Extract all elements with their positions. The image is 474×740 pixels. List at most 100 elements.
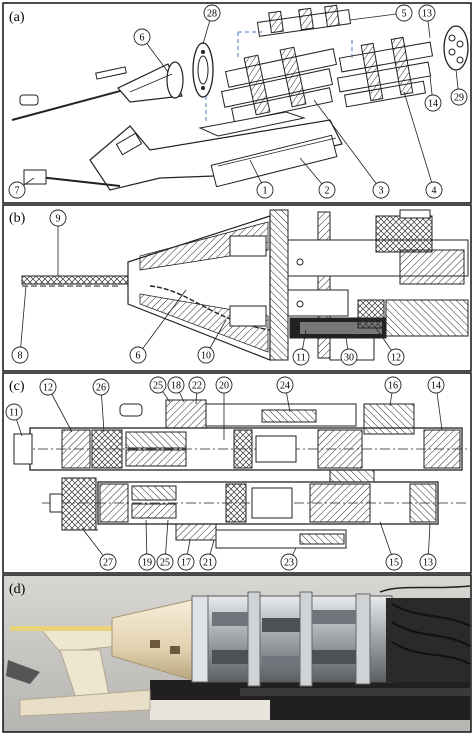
callout-18: 18 xyxy=(167,376,185,403)
callout-circle xyxy=(450,88,468,106)
callout-number: 2 xyxy=(325,186,330,197)
callout-number: 25 xyxy=(160,558,170,569)
callout-circle xyxy=(419,553,437,571)
callout-15: 15 xyxy=(379,521,403,571)
callout-circle xyxy=(424,94,442,112)
callout-circle xyxy=(292,348,310,366)
callout-circle xyxy=(384,376,402,394)
callout-circle xyxy=(156,553,174,571)
callout-circle xyxy=(99,553,117,571)
upper-actuator-section xyxy=(13,399,468,471)
callout-number: 17 xyxy=(181,558,191,569)
panel-d-label: (d) xyxy=(9,582,26,597)
callout-circle xyxy=(129,346,147,364)
callout-leader xyxy=(47,386,73,433)
main-frame xyxy=(23,119,343,191)
callout-circle xyxy=(395,4,413,22)
callout-number: 19 xyxy=(142,558,152,569)
callout-28: 28 xyxy=(202,4,221,45)
cone-section xyxy=(127,215,271,361)
callout-number: 6 xyxy=(140,33,145,44)
callout-number: 13 xyxy=(422,9,432,20)
callout-number: 5 xyxy=(402,9,407,20)
callout-number: 12 xyxy=(391,353,401,364)
callout-circle xyxy=(49,209,67,227)
callout-25: 25 xyxy=(156,519,174,571)
callout-number: 26 xyxy=(96,383,106,394)
panel-d: (d) xyxy=(2,574,472,733)
callout-21: 21 xyxy=(199,539,217,571)
callout-6: 6 xyxy=(129,289,187,364)
outer-tube xyxy=(21,275,143,285)
callout-circle xyxy=(8,181,26,199)
drive-unit-photo xyxy=(191,585,471,687)
callout-29: 29 xyxy=(450,69,468,106)
callout-13: 13 xyxy=(418,4,436,39)
callout-10: 10 xyxy=(197,319,227,364)
callout-circle xyxy=(418,4,436,22)
callout-circle xyxy=(340,348,358,366)
callout-circle xyxy=(133,28,151,46)
callout-circle xyxy=(203,4,221,22)
callout-5: 5 xyxy=(349,4,413,22)
callout-19: 19 xyxy=(138,519,156,571)
lower-actuator-section xyxy=(42,469,468,549)
callout-23: 23 xyxy=(280,547,298,571)
tendon-rod-photo xyxy=(10,626,120,631)
callout-leader xyxy=(137,289,187,356)
callout-number: 22 xyxy=(192,381,202,392)
callout-circle xyxy=(149,376,167,394)
end-disk xyxy=(443,25,469,71)
callout-circle xyxy=(276,376,294,394)
base-plate xyxy=(198,111,306,137)
callout-circle xyxy=(318,181,336,199)
callout-number: 11 xyxy=(296,353,306,364)
motor-cluster-right xyxy=(336,36,434,108)
motor-cluster-center xyxy=(220,46,338,123)
callout-number: 14 xyxy=(428,99,438,110)
callout-circle xyxy=(188,376,206,394)
callout-leader xyxy=(313,99,382,191)
callout-11: 11 xyxy=(292,329,310,366)
callout-2: 2 xyxy=(299,157,336,199)
callout-circle xyxy=(199,553,217,571)
callout-circle xyxy=(425,181,443,199)
callout-number: 18 xyxy=(171,381,181,392)
callout-circle xyxy=(372,181,390,199)
callout-circle xyxy=(177,553,195,571)
callout-leader xyxy=(349,12,405,21)
callout-number: 29 xyxy=(454,93,464,104)
callout-circle xyxy=(197,346,215,364)
callout-14: 14 xyxy=(427,376,445,431)
panel-a: (a) xyxy=(2,2,472,204)
small-pin xyxy=(95,66,127,80)
callout-1: 1 xyxy=(249,159,274,199)
panel-c-label: (c) xyxy=(9,379,25,394)
callout-circle xyxy=(427,376,445,394)
callout-12: 12 xyxy=(375,327,405,366)
callout-27: 27 xyxy=(81,527,117,571)
callout-number: 1 xyxy=(263,186,268,197)
small-joint xyxy=(19,94,39,106)
callout-3: 3 xyxy=(313,99,390,199)
callout-number: 21 xyxy=(203,558,213,569)
callout-26: 26 xyxy=(92,378,110,433)
callout-number: 23 xyxy=(284,558,294,569)
callout-circle xyxy=(385,553,403,571)
panel-c: (c) xyxy=(2,372,472,574)
disk-part xyxy=(192,42,214,98)
callout-8: 8 xyxy=(11,285,29,364)
callout-number: 13 xyxy=(423,558,433,569)
callout-number: 4 xyxy=(432,186,437,197)
callout-number: 14 xyxy=(431,381,441,392)
callout-30: 30 xyxy=(340,337,358,366)
callout-20: 20 xyxy=(215,376,233,440)
beige-bracket xyxy=(6,627,151,717)
carriage xyxy=(150,700,270,720)
callout-13: 13 xyxy=(419,523,437,571)
callout-16: 16 xyxy=(384,376,402,407)
callout-22: 22 xyxy=(188,376,206,405)
